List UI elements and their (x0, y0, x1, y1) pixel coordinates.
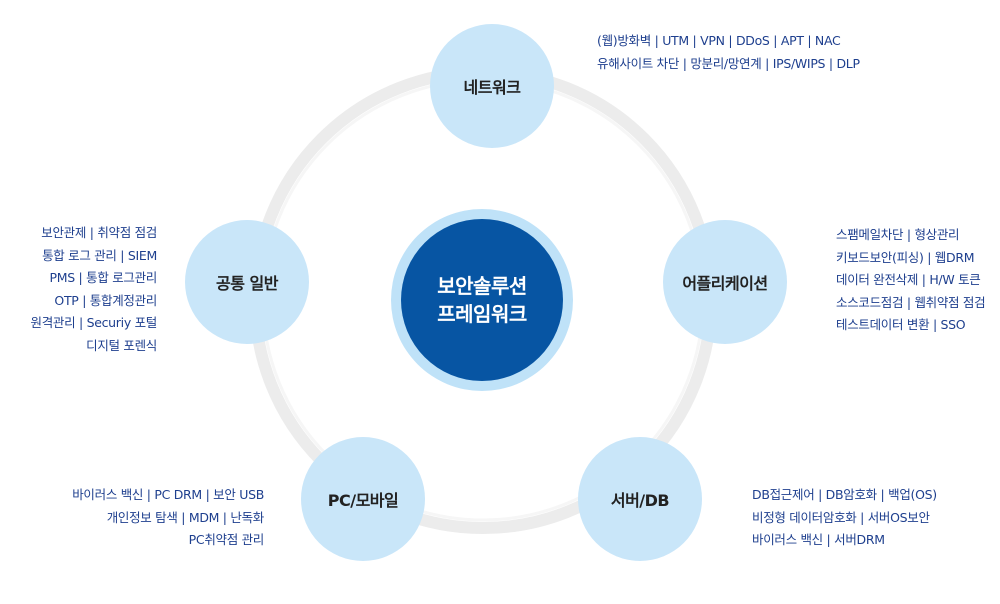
node-network: 네트워크 (430, 24, 554, 148)
desc-line: 개인정보 탐색 | MDM | 난독화 (106, 509, 265, 525)
desc-line: 통합 로그 관리 | SIEM (42, 247, 157, 263)
node-common-label: 공통 일반 (216, 274, 278, 293)
desc-line: 바이러스 백신 | 서버DRM (752, 532, 885, 547)
node-application-label: 어플리케이션 (682, 274, 768, 293)
desc-network: (웹)방화벽 | UTM | VPN | DDoS | APT | NAC 유해… (597, 30, 860, 75)
desc-line: PC취약점 관리 (188, 532, 265, 547)
node-pc-mobile-label: PC/모바일 (327, 491, 399, 510)
desc-line: 바이러스 백신 | PC DRM | 보안 USB (72, 487, 264, 502)
desc-line: 키보드보안(피싱) | 웹DRM (836, 249, 975, 265)
desc-common: 보안관제 | 취약점 점검 통합 로그 관리 | SIEM PMS | 통합 로… (30, 222, 158, 357)
center-title-line1: 보안솔루션 (437, 274, 527, 298)
desc-line: 유해사이트 차단 | 망분리/망연계 | IPS/WIPS | DLP (597, 55, 860, 71)
desc-server-db: DB접근제어 | DB암호화 | 백업(OS) 비정형 데이터암호화 | 서버O… (752, 484, 937, 552)
desc-line: (웹)방화벽 | UTM | VPN | DDoS | APT | NAC (597, 33, 841, 48)
desc-line: 원격관리 | Securiy 포털 (30, 315, 158, 330)
desc-line: 소스코드점검 | 웹취약점 점검 (836, 294, 986, 310)
desc-line: OTP | 통합계정관리 (54, 292, 157, 308)
desc-line: 디지털 포렌식 (86, 337, 157, 353)
desc-line: PMS | 통합 로그관리 (49, 270, 158, 285)
desc-line: 스팸메일차단 | 형상관리 (836, 227, 960, 242)
desc-line: DB접근제어 | DB암호화 | 백업(OS) (752, 487, 937, 502)
desc-line: 비정형 데이터암호화 | 서버OS보안 (752, 509, 930, 525)
node-pc-mobile: PC/모바일 (301, 437, 425, 561)
desc-pc-mobile: 바이러스 백신 | PC DRM | 보안 USB 개인정보 탐색 | MDM … (72, 484, 264, 552)
center-title-line2: 프레임워크 (437, 302, 527, 326)
desc-line: 데이터 완전삭제 | H/W 토큰 (836, 272, 981, 287)
node-common: 공통 일반 (185, 220, 309, 344)
desc-application: 스팸메일차단 | 형상관리 키보드보안(피싱) | 웹DRM 데이터 완전삭제 … (836, 224, 986, 337)
node-network-label: 네트워크 (463, 78, 521, 97)
node-server-db: 서버/DB (578, 437, 702, 561)
desc-line: 테스트데이터 변환 | SSO (836, 317, 966, 332)
node-server-db-label: 서버/DB (610, 491, 670, 510)
desc-line: 보안관제 | 취약점 점검 (41, 225, 157, 240)
center-node: 보안솔루션 프레임워크 (401, 219, 563, 381)
node-application: 어플리케이션 (663, 220, 787, 344)
